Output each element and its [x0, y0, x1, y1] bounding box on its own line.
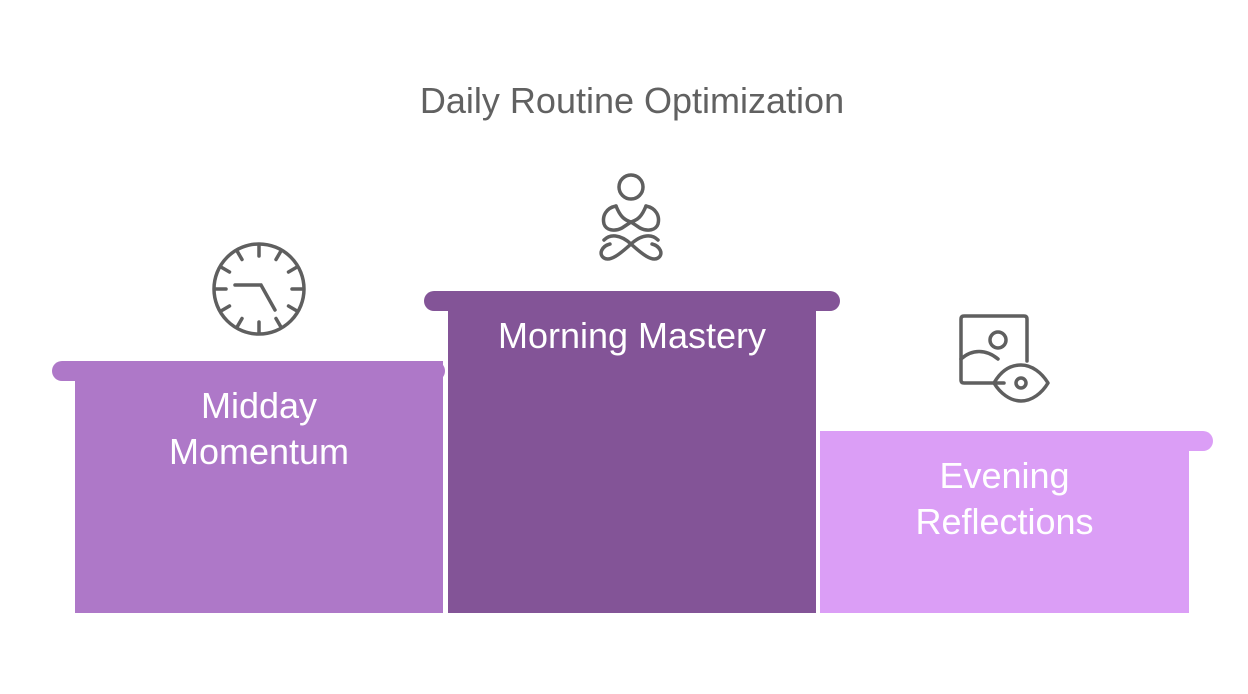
- diagram-title: Daily Routine Optimization: [419, 80, 845, 121]
- podium-body: [820, 431, 1189, 613]
- clock-icon: [210, 240, 308, 338]
- label-line-1: Morning Mastery: [497, 315, 767, 356]
- label-line-1: Midday: [200, 385, 318, 426]
- podium-body: [75, 361, 443, 613]
- label-line-2: Momentum: [168, 431, 350, 472]
- meditation-icon: [596, 172, 666, 268]
- podium-label: Midday Momentum: [75, 383, 443, 475]
- label-line-1: Evening: [939, 455, 1070, 496]
- podium-body: [448, 291, 816, 613]
- podium-label: Evening Reflections: [820, 453, 1189, 545]
- label-line-2: Reflections: [915, 501, 1094, 542]
- reflection-eye-icon: [958, 313, 1054, 407]
- podium-label: Morning Mastery: [448, 313, 816, 359]
